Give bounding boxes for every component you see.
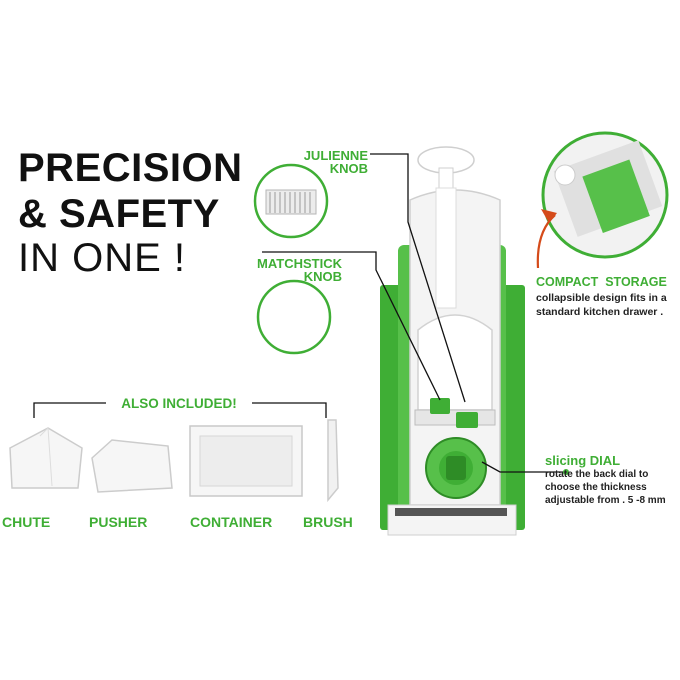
callout-lines xyxy=(262,153,566,473)
dial-title: slicing DIAL xyxy=(545,453,621,468)
included-bracket xyxy=(33,402,327,418)
matchstick-detail xyxy=(256,279,332,355)
julienne-detail xyxy=(253,163,329,239)
storage-line-1: collapsible design fits in a xyxy=(536,292,667,304)
dial-callout: slicing DIAL rotate the back dial to cho… xyxy=(545,453,678,507)
julienne-label: JULIENNE KNOB xyxy=(270,149,368,175)
headline-line-3: IN ONE ! xyxy=(18,236,187,280)
matchstick-line-1: MATCHSTICK xyxy=(257,256,342,271)
storage-line-2: standard kitchen drawer . xyxy=(536,306,664,318)
storage-title: COMPACT STORAGE xyxy=(536,275,667,289)
julienne-line-2: KNOB xyxy=(329,161,368,176)
dial-line-1: rotate the back dial to xyxy=(545,469,649,480)
storage-detail xyxy=(541,131,669,259)
dial-line-2: choose the thickness xyxy=(545,482,647,493)
pusher-drawing xyxy=(91,439,173,493)
pusher-label: PUSHER xyxy=(89,514,148,530)
dial-line-3: adjustable from . 5 -8 mm xyxy=(545,495,666,506)
matchstick-label: MATCHSTICK KNOB xyxy=(240,257,342,283)
slicer-device xyxy=(380,146,525,536)
also-included-title: ALSO INCLUDED! xyxy=(121,396,237,411)
container-label: CONTAINER xyxy=(190,514,273,530)
headline-line-1: PRECISION xyxy=(18,146,243,190)
julienne-line-1: JULIENNE xyxy=(303,148,368,163)
brush-label: BRUSH xyxy=(303,514,353,530)
chute-label: CHUTE xyxy=(2,514,51,530)
headline-line-2: & SAFETY xyxy=(18,192,220,236)
storage-callout: COMPACT STORAGE collapsible design fits … xyxy=(536,275,676,319)
brush-drawing xyxy=(327,419,339,503)
matchstick-line-2: KNOB xyxy=(303,269,342,284)
chute-drawing xyxy=(9,426,83,489)
container-drawing xyxy=(189,425,303,497)
